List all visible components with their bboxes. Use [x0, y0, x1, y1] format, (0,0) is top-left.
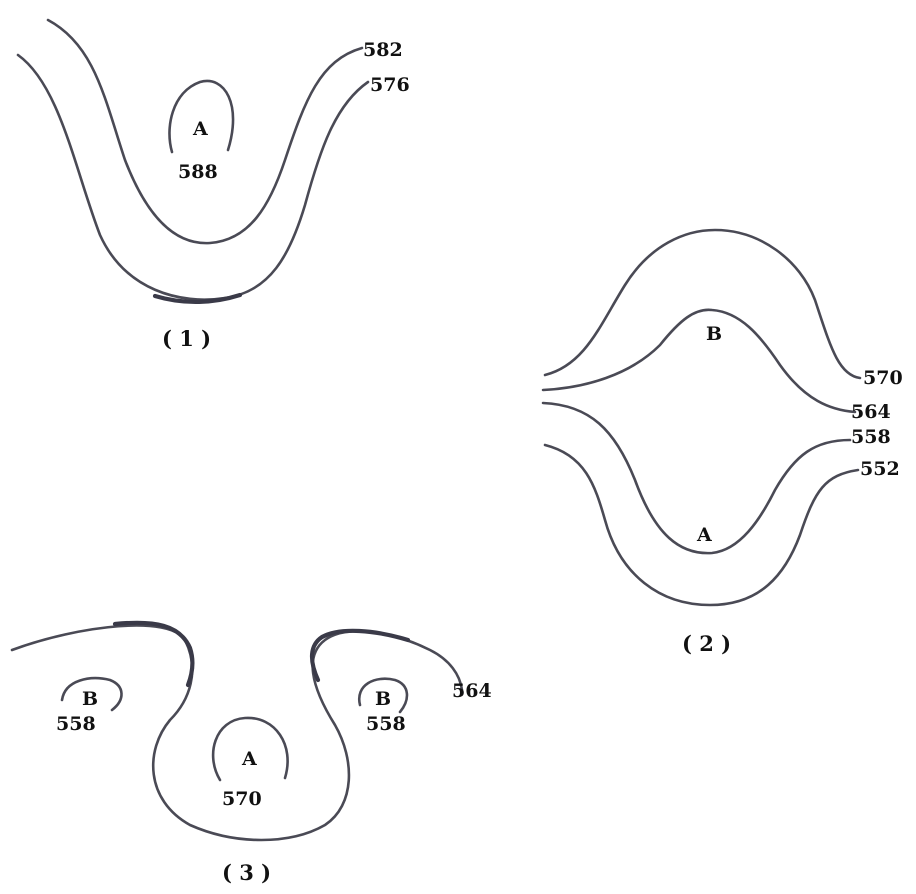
point-label-b: B — [375, 688, 391, 710]
contour-564-bold-right — [310, 628, 411, 683]
contour-label-582: 582 — [363, 39, 403, 61]
contour-label-558: 558 — [56, 713, 96, 735]
contour-label-570: 570 — [222, 788, 262, 810]
contour-588-loop — [168, 79, 235, 154]
diagram-caption: ( 2 ) — [682, 631, 731, 656]
contour-564-line — [541, 308, 857, 414]
point-label-b: B — [82, 688, 98, 710]
contour-558-loop-right — [357, 677, 409, 714]
diagram-3: 564 558 558 570 B B A ( 3 ) — [10, 620, 492, 885]
contour-564-bold-left — [112, 620, 195, 688]
diagram-2: 570 564 558 552 B A ( 2 ) — [541, 228, 903, 656]
contour-576-bold-bottom — [152, 292, 243, 304]
contour-label-552: 552 — [860, 458, 900, 480]
contour-label-564: 564 — [452, 680, 492, 702]
point-label-a: A — [241, 748, 257, 770]
diagram-caption: ( 3 ) — [222, 860, 271, 885]
contour-552-line — [543, 443, 860, 607]
contour-label-576: 576 — [370, 74, 410, 96]
contour-label-558: 558 — [851, 426, 891, 448]
contour-570-line — [543, 228, 862, 380]
contour-570-loop — [211, 716, 289, 782]
contour-558-loop-left — [60, 676, 123, 712]
contour-label-558: 558 — [366, 713, 406, 735]
point-label-a: A — [696, 524, 712, 546]
diagram-1: 582 576 588 A ( 1 ) — [16, 18, 410, 351]
contour-label-570: 570 — [863, 367, 903, 389]
diagram-caption: ( 1 ) — [162, 326, 211, 351]
contour-label-564: 564 — [851, 401, 891, 423]
contour-label-588: 588 — [178, 161, 218, 183]
contour-558-line — [541, 401, 852, 555]
point-label-a: A — [192, 118, 208, 140]
point-label-b: B — [706, 323, 722, 345]
contour-582-line — [46, 18, 364, 245]
